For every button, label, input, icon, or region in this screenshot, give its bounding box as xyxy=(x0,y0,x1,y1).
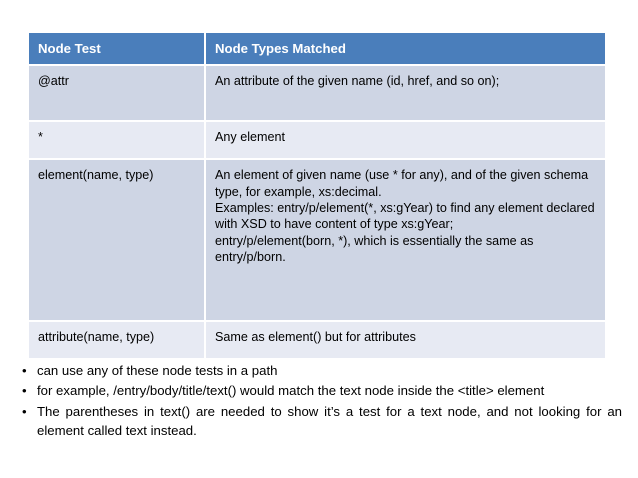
bullet-icon: • xyxy=(22,363,27,378)
notes-bullet-list: • can use any of these node tests in a p… xyxy=(18,361,622,441)
list-item: • The parentheses in text() are needed t… xyxy=(18,402,622,441)
bullet-icon: • xyxy=(22,403,27,419)
table-row: @attr An attribute of the given name (id… xyxy=(29,65,605,123)
cell-line: An attribute of the given name (id, href… xyxy=(215,74,500,89)
column-header-node-test: Node Test xyxy=(29,33,206,67)
table-header: Node Test Node Types Matched xyxy=(29,33,605,67)
cell-node-types-matched: An element of given name (use * for any)… xyxy=(205,159,605,323)
table-row: * Any element xyxy=(29,121,605,161)
list-item: • can use any of these node tests in a p… xyxy=(18,361,622,380)
cell-line: entry/p/element(born, *), which is essen… xyxy=(215,233,537,264)
table-body: @attr An attribute of the given name (id… xyxy=(29,65,605,361)
bullet-icon: • xyxy=(22,383,27,399)
node-test-table: Node Test Node Types Matched @attr An at… xyxy=(29,33,605,361)
cell-node-test: @attr xyxy=(29,65,206,123)
list-item-label: can use any of these node tests in a pat… xyxy=(37,363,278,378)
table-header-row: Node Test Node Types Matched xyxy=(29,33,605,67)
cell-node-types-matched: An attribute of the given name (id, href… xyxy=(205,65,605,123)
cell-node-types-matched: Same as element() but for attributes xyxy=(205,321,605,361)
cell-node-types-matched: Any element xyxy=(205,121,605,161)
table-row: attribute(name, type) Same as element() … xyxy=(29,321,605,361)
list-item: • for example, /entry/body/title/text() … xyxy=(18,381,622,400)
cell-node-test: * xyxy=(29,121,206,161)
table-row: element(name, type) An element of given … xyxy=(29,159,605,323)
cell-line: Any element xyxy=(215,130,286,145)
list-item-label: The parentheses in text() are needed to … xyxy=(37,403,622,438)
cell-line: Examples: entry/p/element(*, xs:gYear) t… xyxy=(215,200,599,232)
cell-node-test: attribute(name, type) xyxy=(29,321,206,361)
cell-node-test: element(name, type) xyxy=(29,159,206,323)
column-header-node-types-matched: Node Types Matched xyxy=(205,33,605,67)
list-item-label: for example, /entry/body/title/text() wo… xyxy=(37,383,545,399)
cell-line: An element of given name (use * for any)… xyxy=(215,168,592,199)
cell-line: Same as element() but for attributes xyxy=(215,330,416,345)
